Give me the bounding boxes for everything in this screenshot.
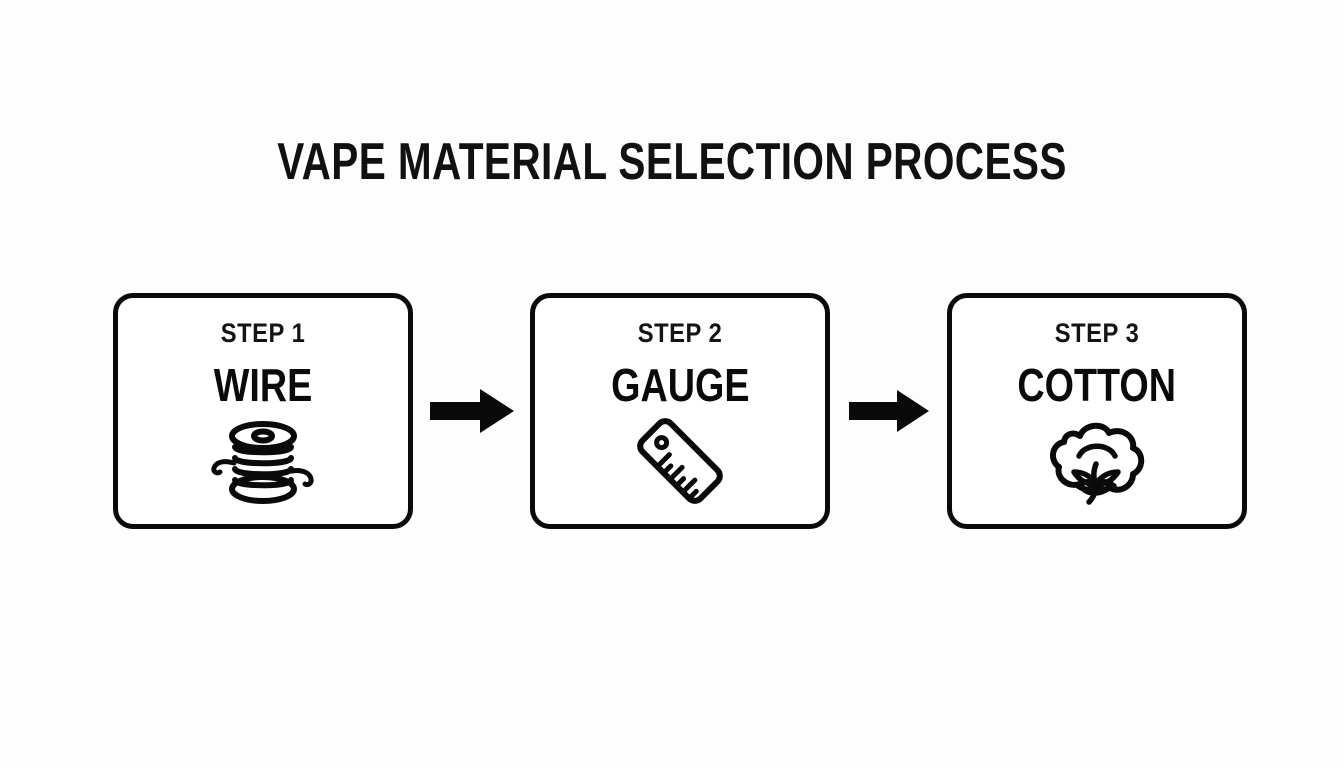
ruler-icon [620,415,740,507]
step-title: COTTON [1017,359,1177,411]
cotton-boll-icon [1037,415,1157,507]
step-title: WIRE [213,359,313,411]
step-card-gauge[interactable]: STEP 2 GAUGE [530,293,830,529]
step-label: STEP 3 [1054,318,1140,348]
step-card-cotton[interactable]: STEP 3 COTTON [947,293,1247,529]
step-label: STEP 2 [637,318,723,348]
wire-spool-icon [203,415,323,507]
page-title: VAPE MATERIAL SELECTION PROCESS [277,133,1067,191]
arrow-right-icon [429,386,515,436]
step-title: GAUGE [610,359,750,411]
process-flow-row: STEP 1 WIRE [113,293,1247,529]
step-label: STEP 1 [220,318,306,348]
step-card-wire[interactable]: STEP 1 WIRE [113,293,413,529]
arrow-right-icon [846,386,932,436]
